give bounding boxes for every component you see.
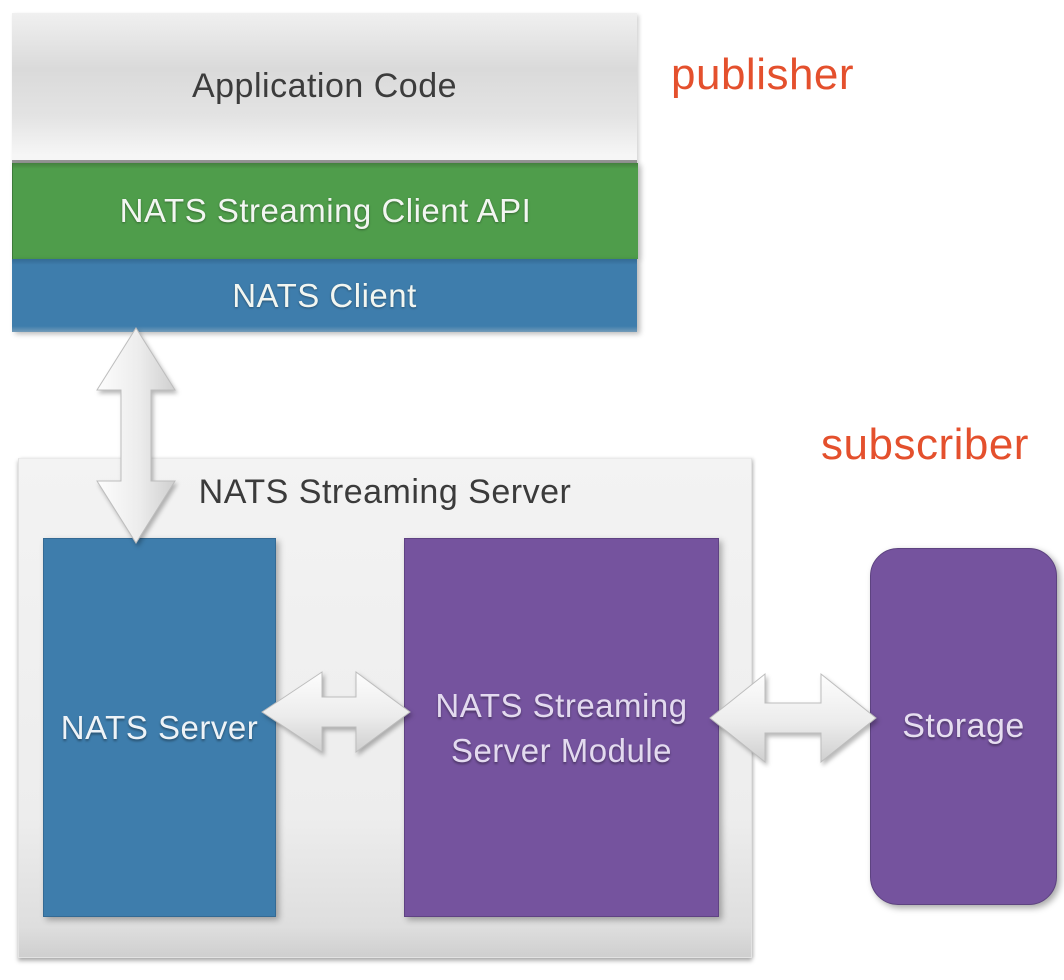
streaming-server-container: NATS Streaming Server NATS Server NATS S… (18, 458, 752, 958)
streaming-server-title: NATS Streaming Server (198, 473, 572, 511)
module-label-line2: Server Module (450, 731, 673, 769)
streaming-client-api-layer: NATS Streaming Client API (12, 163, 638, 259)
publisher-label: publisher (671, 50, 855, 99)
module-label-line1: NATS Streaming (435, 686, 688, 724)
nats-client-layer: NATS Client (12, 259, 637, 332)
nats-server-box: NATS Server (43, 538, 276, 917)
streaming-client-api-label: NATS Streaming Client API (119, 192, 532, 229)
application-code-box: Application Code (12, 13, 637, 163)
nats-client-label: NATS Client (232, 276, 417, 314)
subscriber-label: subscriber (821, 420, 1029, 469)
storage-label: Storage (902, 707, 1025, 745)
nats-server-label: NATS Server (60, 709, 259, 746)
application-code-label: Application Code (191, 67, 458, 105)
storage-box: Storage (870, 548, 1057, 905)
